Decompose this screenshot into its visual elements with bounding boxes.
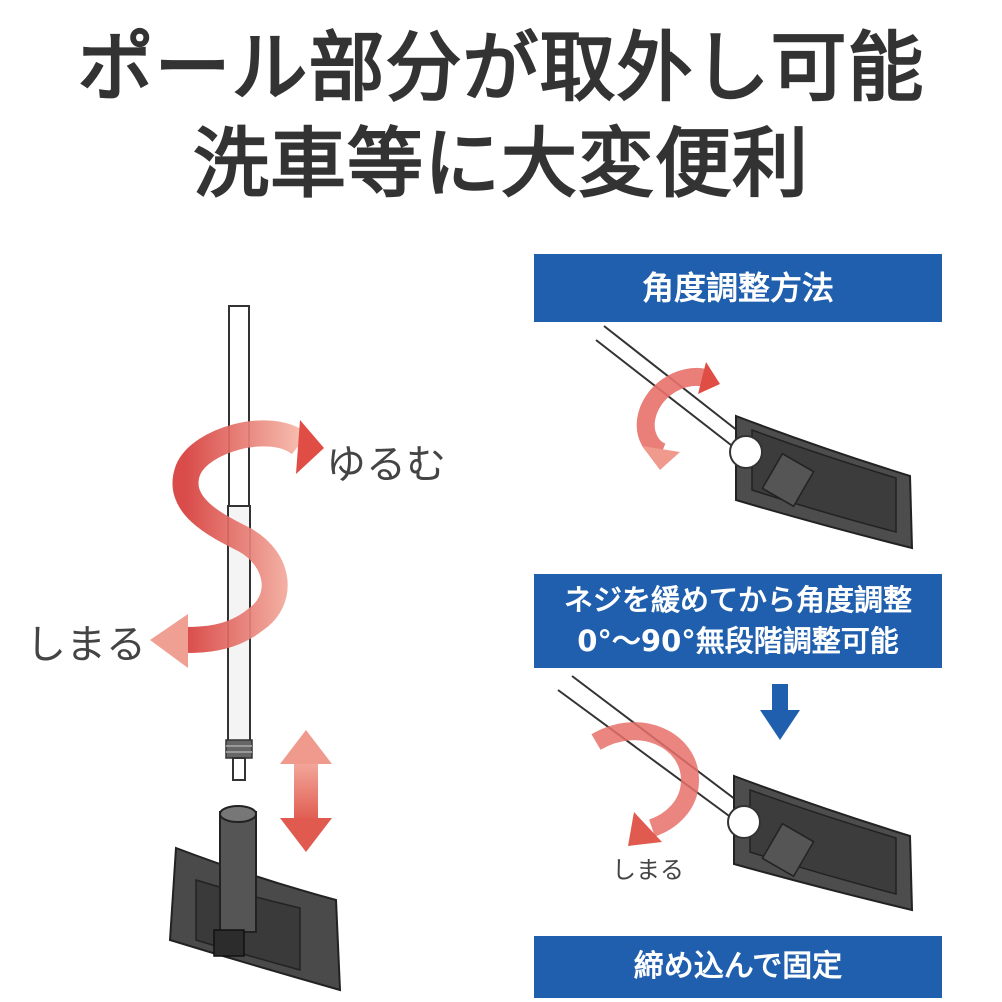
fix-banner: 締め込んで固定 [534,936,942,998]
loosen-label: ゆるむ [326,442,446,488]
rotate-arrow-icon [150,420,324,668]
base-mount [168,805,342,992]
instruction-line-2: 0°〜90°無段階調整可能 [577,624,899,658]
tighten-label: しまる [26,622,146,668]
instruction-banner: ネジを緩めてから角度調整 0°〜90°無段階調整可能 [534,574,942,668]
headline-line-1: ポール部分が取外し可能 [77,23,925,112]
tighten-label-small: しまる [612,856,684,884]
up-down-arrow-icon [280,730,332,852]
instruction-line-1: ネジを緩めてから角度調整 [563,583,912,617]
angle-illustration-bottom [557,675,914,912]
headline-line-2: 洗車等に大変便利 [193,119,809,208]
curved-arrow-icon [636,362,720,470]
angle-method-banner: 角度調整方法 [534,254,942,322]
down-arrow-icon [760,684,800,740]
tighten-arrow-icon [591,722,700,846]
